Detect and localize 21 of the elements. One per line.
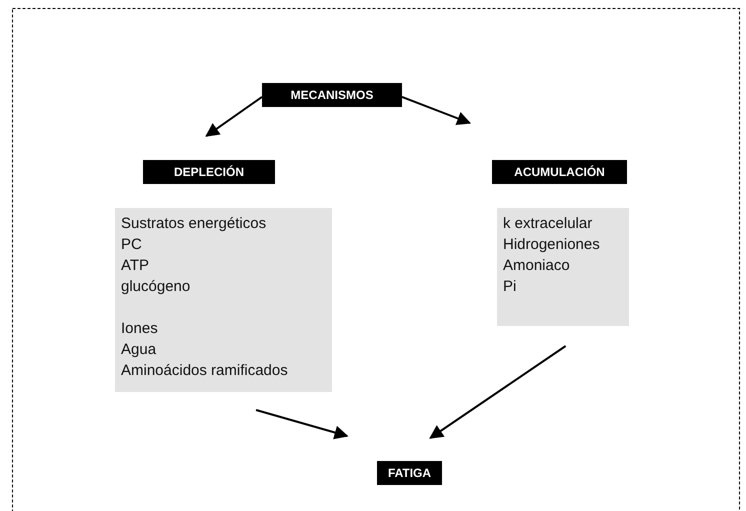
arrow — [402, 96, 472, 125]
list-panel — [115, 208, 332, 392]
list-item: Hidrogeniones — [503, 235, 601, 255]
list-item: Agua — [121, 340, 158, 360]
heading-label: ACUMULACIÓN — [492, 160, 627, 184]
list-panel — [497, 208, 629, 326]
list-item: ATP — [121, 256, 150, 276]
arrow — [429, 345, 566, 439]
list-item: Sustratos energéticos — [121, 214, 268, 234]
heading-label: DEPLECIÓN — [143, 160, 275, 184]
list-item: Iones — [121, 319, 159, 339]
list-item: PC — [121, 235, 143, 255]
list-item: Aminoácidos ramificados — [121, 361, 289, 381]
list-item: Amoniaco — [503, 256, 571, 276]
heading-label: FATIGA — [377, 461, 442, 485]
list-item: glucógeno — [121, 277, 192, 297]
list-item: Pi — [503, 277, 518, 297]
list-item: k extracelular — [503, 214, 594, 234]
arrow — [256, 409, 348, 440]
heading-label: MECANISMOS — [262, 83, 402, 107]
arrow — [205, 96, 263, 137]
